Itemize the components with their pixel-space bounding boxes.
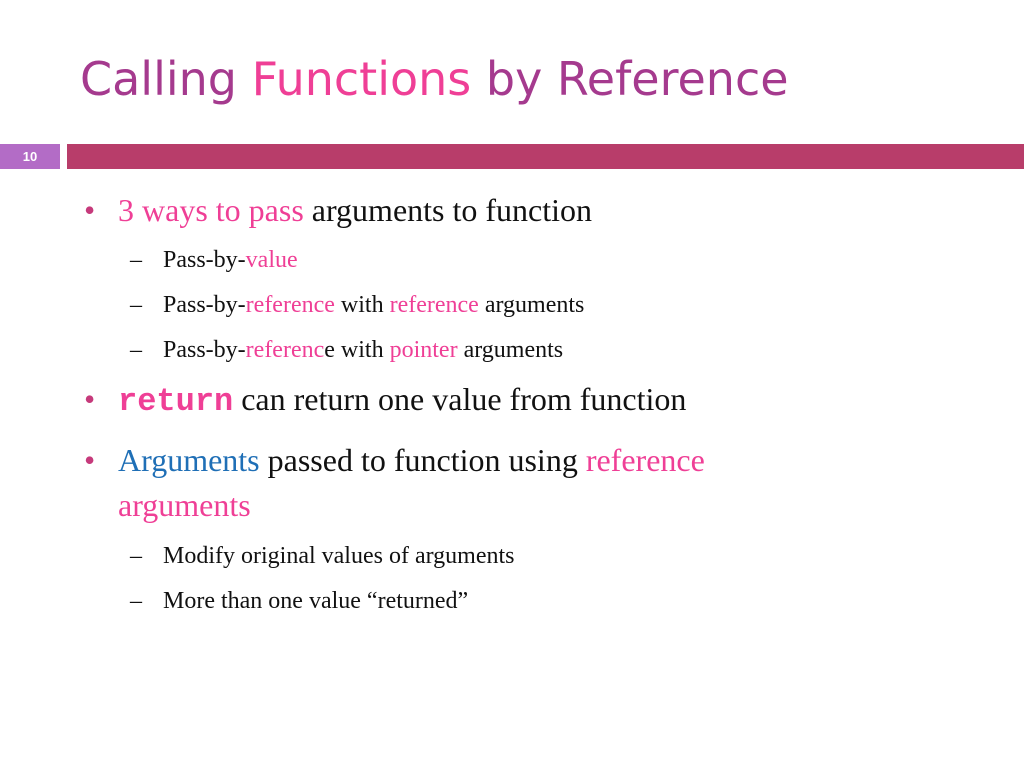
sub-highlight: reference [389, 292, 479, 318]
bullet-marker: • [84, 381, 96, 417]
bullet-return: return can return one value from functio… [118, 381, 686, 420]
bullet-marker: • [84, 192, 96, 228]
sub-pass-by-value: Pass-by-value [163, 247, 298, 274]
sub-bullet-dash: – [130, 292, 142, 318]
slide-number: 10 [0, 144, 60, 169]
sub-more-than-one: More than one value “returned” [163, 588, 469, 614]
bullet-arguments: Arguments passed to function using refer… [118, 442, 705, 479]
reference-highlight: reference [585, 442, 705, 478]
title-part-calling: Calling [80, 52, 252, 106]
bullet-3-ways-text: arguments to function [303, 192, 593, 228]
sub-text: Pass-by- [163, 337, 246, 363]
bullet-return-text: can return one value from function [233, 381, 687, 417]
slide-title: Calling Functions by Reference [80, 52, 789, 106]
sub-text: e with [324, 337, 390, 363]
title-divider-bar [67, 144, 1024, 169]
bullet-marker: • [84, 442, 96, 478]
sub-pass-by-reference: Pass-by-reference with reference argumen… [163, 292, 584, 319]
sub-highlight: referenc [245, 337, 325, 363]
title-part-functions: Functions [251, 52, 472, 106]
sub-text: with [334, 292, 390, 318]
sub-text: arguments [478, 292, 585, 318]
return-keyword: return [118, 383, 234, 420]
bullet-arguments-text: passed to function using [259, 442, 586, 478]
title-part-by-reference: by Reference [471, 52, 789, 106]
sub-pass-by-pointer: Pass-by-reference with pointer arguments [163, 337, 563, 364]
sub-text: Pass-by- [163, 247, 246, 273]
sub-bullet-dash: – [130, 543, 142, 569]
arguments-highlight: Arguments [118, 442, 260, 478]
sub-bullet-dash: – [130, 337, 142, 363]
sub-highlight: reference [245, 292, 335, 318]
sub-highlight: pointer [389, 337, 458, 363]
bullet-arguments-continued: arguments [118, 487, 251, 524]
arguments-word-highlight: arguments [118, 487, 251, 523]
sub-bullet-dash: – [130, 588, 142, 614]
bullet-3-ways-highlight: 3 ways to pass [118, 192, 304, 228]
sub-text: Pass-by- [163, 292, 246, 318]
sub-text: arguments [457, 337, 564, 363]
sub-highlight: value [245, 247, 298, 273]
sub-bullet-dash: – [130, 247, 142, 273]
bullet-3-ways: 3 ways to pass arguments to function [118, 192, 592, 229]
sub-modify-original: Modify original values of arguments [163, 543, 515, 569]
